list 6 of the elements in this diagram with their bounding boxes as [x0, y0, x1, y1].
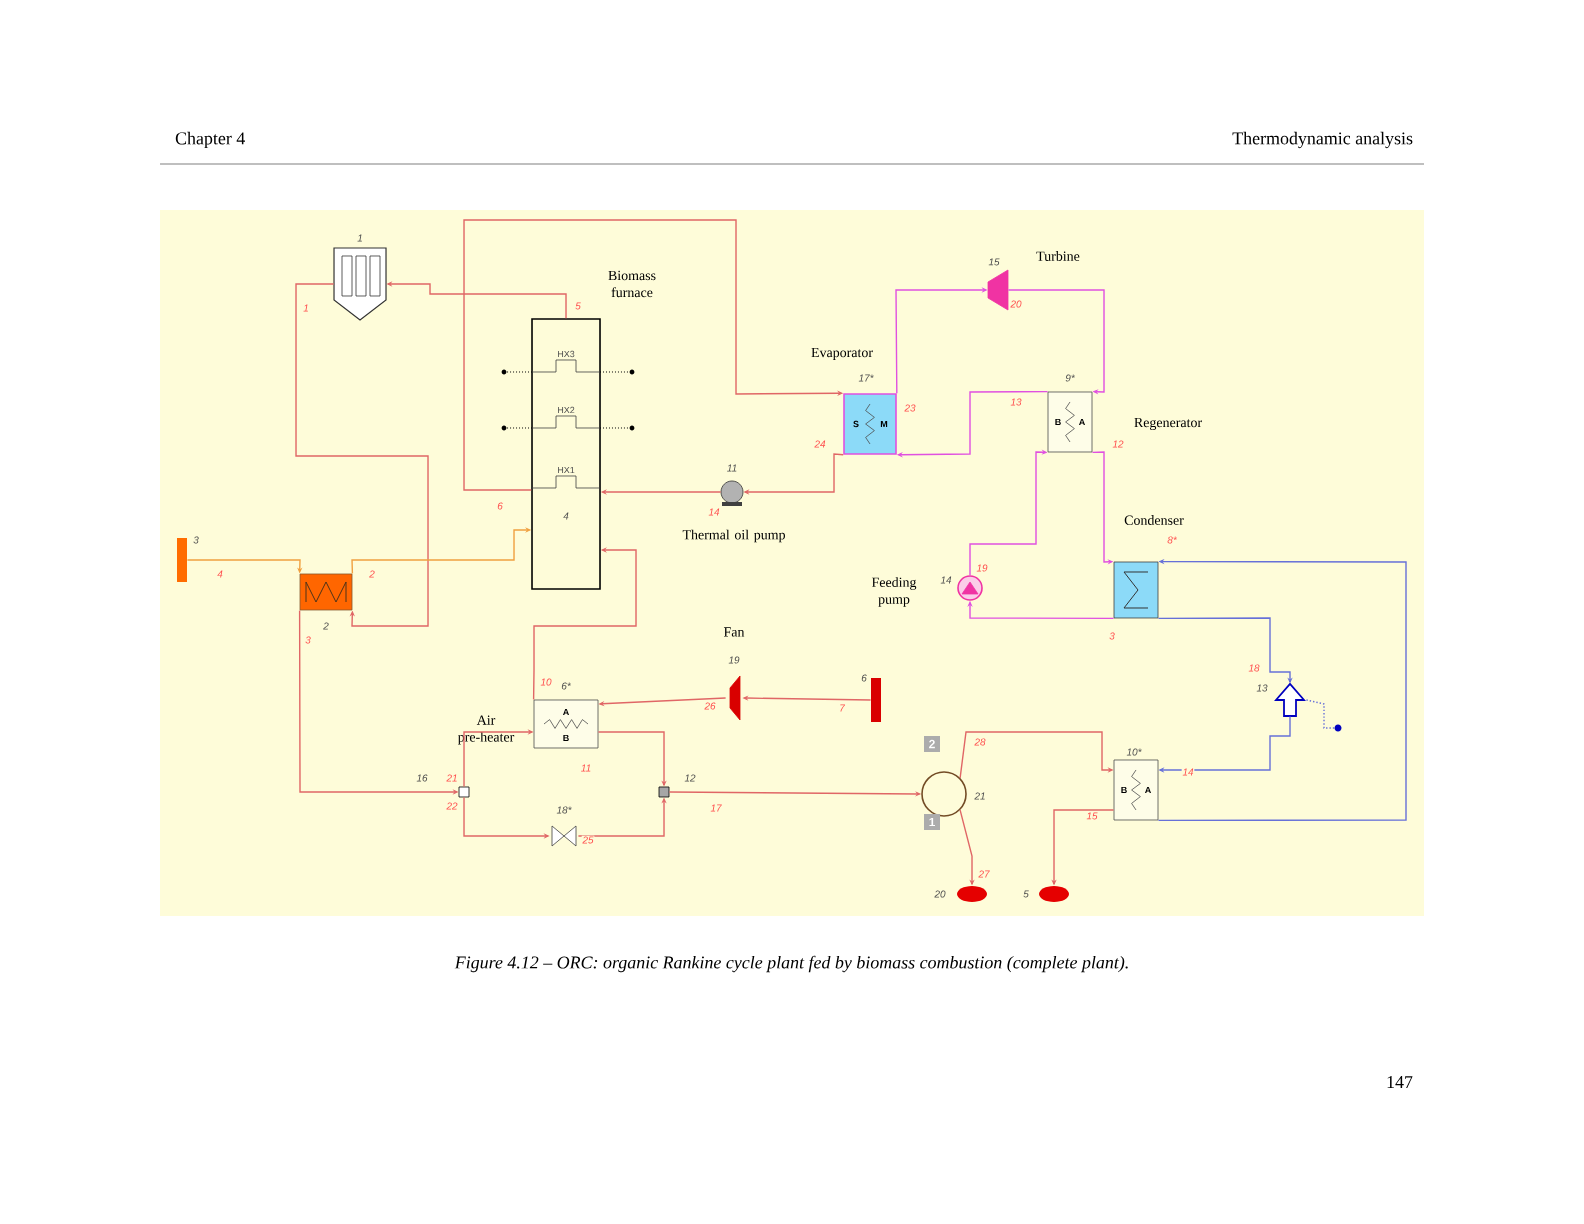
- pipe-arrow: [295, 283, 429, 627]
- pipe-arrow: [1007, 289, 1105, 395]
- page-number: 147: [1387, 1076, 1413, 1088]
- running-header: Chapter 4: [175, 131, 245, 149]
- running-header: Thermodynamic analysis: [1232, 131, 1413, 149]
- figure-caption: Figure 4.12 – ORC: organic Rankine cycle plant fed by biomass combustion (complete plant).: [454, 955, 1128, 973]
